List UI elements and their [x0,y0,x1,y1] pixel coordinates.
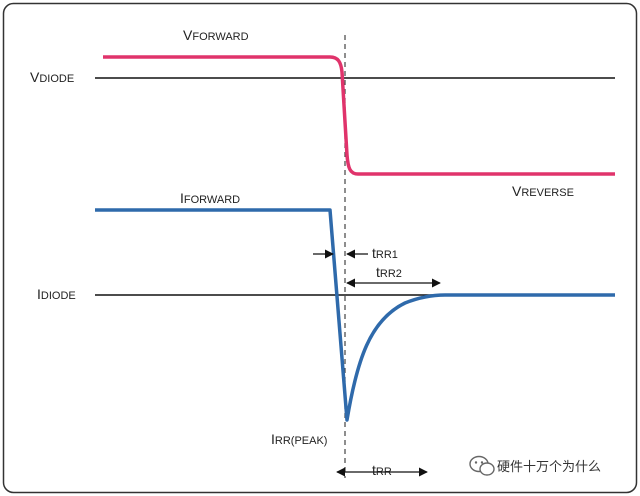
voltage-waveform [103,55,615,176]
trr-label: tRR [372,462,392,478]
i-diode-label: IDIODE [37,286,76,302]
v-reverse-label: VREVERSE [512,183,574,199]
trr1-label: tRR1 [372,245,398,261]
v-forward-label: VFORWARD [183,27,249,43]
trr2-label: tRR2 [376,264,402,280]
irr-peak-label: IRR(PEAK) [271,431,327,447]
watermark-text: 硬件十万个为什么 [497,460,601,475]
i-forward-label: IFORWARD [180,190,240,206]
v-diode-label: VDIODE [30,69,74,85]
wechat-icon [469,455,495,476]
current-waveform [95,208,615,422]
